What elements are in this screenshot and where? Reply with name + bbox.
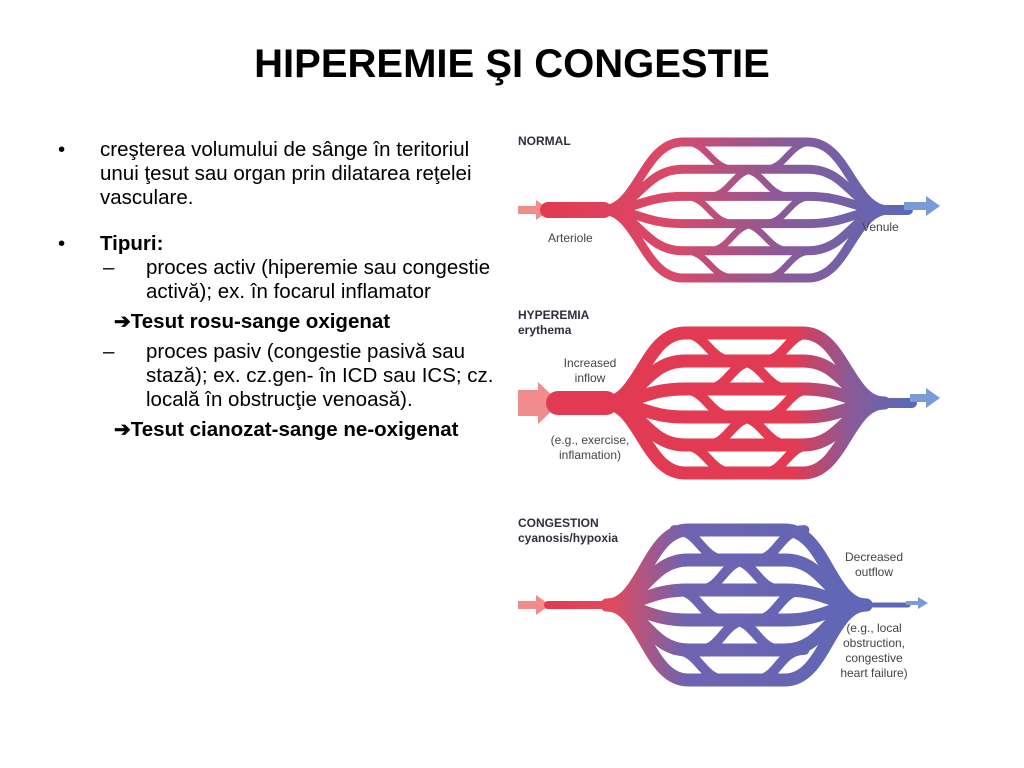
capillary-link	[677, 440, 739, 478]
decreased-outflow-label-2: outflow	[855, 565, 893, 579]
capillary-link	[749, 645, 810, 685]
vascular-diagram: NORMAL Arteriole Venule HYPEREMIA erythe…	[518, 134, 940, 687]
hyperemia-heading: HYPEREMIA	[518, 308, 590, 322]
capillary-network	[546, 326, 917, 480]
capillary-link	[749, 585, 810, 625]
increased-inflow-label-2: inflow	[575, 371, 606, 385]
decreased-outflow-label-1: Decreased	[845, 550, 903, 564]
capillary-link	[677, 384, 739, 422]
capillary-link	[701, 356, 761, 394]
outflow-arrow-icon	[910, 388, 940, 408]
bullet-list: • creşterea volumului de sânge în terito…	[58, 138, 498, 442]
outflow-arrow-icon	[904, 196, 940, 216]
sub-item-text: proces pasiv (congestie pasivă sau stază…	[146, 340, 494, 411]
arrow-right-icon: ➔	[114, 311, 131, 333]
congestion-note-1: (e.g., local	[846, 621, 901, 635]
arrow-note-oxygenated: ➔Tesut rosu-sange oxigenat	[58, 310, 498, 334]
venule-label: Venule	[862, 220, 899, 234]
capillary-link	[680, 247, 739, 282]
congestion-note-4: heart failure)	[840, 666, 907, 680]
hyperemia-note-1: (e.g., exercise,	[551, 433, 630, 447]
page-title: HIPEREMIE ŞI CONGESTIE	[254, 42, 770, 86]
capillary-link	[704, 220, 761, 255]
capillary-link	[693, 615, 754, 655]
sub-item-text: proces activ (hiperemie sau congestie ac…	[146, 256, 491, 303]
capillary-link	[693, 555, 754, 595]
arrow-right-icon: ➔	[114, 419, 131, 441]
sub-item-active: – proces activ (hiperemie sau congestie …	[58, 256, 498, 304]
congestion-note-2: obstruction,	[843, 636, 905, 650]
capillary-link	[669, 525, 732, 565]
dash-icon: –	[103, 340, 115, 363]
capillary-link	[760, 138, 817, 173]
capillary	[597, 205, 894, 283]
capillary	[597, 382, 891, 410]
capillary-link	[757, 328, 817, 366]
capillary-link	[701, 412, 761, 450]
inflow-arrow-icon	[518, 595, 550, 615]
arrow-note-text: Tesut rosu-sange oxigenat	[130, 310, 391, 333]
hyperemia-panel: HYPEREMIA erythema Increased inflow (e.g…	[518, 308, 940, 480]
congestion-note-3: congestive	[845, 651, 903, 665]
hyperemia-note-2: inflamation)	[559, 448, 621, 462]
inflow-arrow-icon	[518, 382, 560, 424]
congestion-heading: CONGESTION	[518, 516, 599, 530]
capillary-link	[757, 440, 817, 478]
arrow-note-deoxygenated: ➔Tesut cianozat-sange ne-oxigenat	[58, 418, 498, 442]
capillary	[600, 583, 873, 612]
capillary-network	[540, 137, 913, 283]
dash-icon: –	[103, 256, 115, 279]
capillary-network	[544, 523, 911, 687]
sub-item-passive: – proces pasiv (congestie pasivă sau sta…	[58, 340, 498, 412]
arteriole-label: Arteriole	[548, 231, 593, 245]
hyperemia-subheading: erythema	[518, 323, 572, 337]
capillary-link	[677, 328, 739, 366]
bullet-text: creşterea volumului de sânge în teritori…	[100, 138, 472, 209]
capillary-link	[749, 525, 810, 565]
bullet-text: Tipuri:	[100, 232, 164, 255]
normal-panel: NORMAL Arteriole Venule	[518, 134, 940, 283]
capillary-link	[757, 384, 817, 422]
capillary-link	[669, 585, 732, 625]
capillary	[600, 598, 873, 687]
capillary-link	[669, 645, 732, 685]
capillary-link	[680, 193, 739, 227]
congestion-subheading: cyanosis/hypoxia	[518, 531, 618, 545]
capillary-link	[760, 193, 817, 227]
congestion-panel: CONGESTION cyanosis/hypoxia Decreased ou…	[518, 516, 928, 687]
normal-heading: NORMAL	[518, 134, 571, 148]
capillary	[597, 137, 894, 215]
bullet-icon: •	[58, 138, 66, 161]
capillary	[597, 191, 894, 215]
outflow-arrow-icon	[906, 597, 928, 609]
capillary-link	[760, 247, 817, 282]
capillary-link	[680, 138, 739, 173]
bullet-icon: •	[58, 232, 66, 255]
arrow-note-text: Tesut cianozat-sange ne-oxigenat	[130, 418, 459, 441]
bullet-definition: • creşterea volumului de sânge în terito…	[58, 138, 498, 210]
capillary-link	[704, 165, 761, 200]
capillary	[597, 396, 891, 480]
bullet-types: • Tipuri:	[58, 232, 498, 256]
increased-inflow-label-1: Increased	[564, 356, 617, 370]
